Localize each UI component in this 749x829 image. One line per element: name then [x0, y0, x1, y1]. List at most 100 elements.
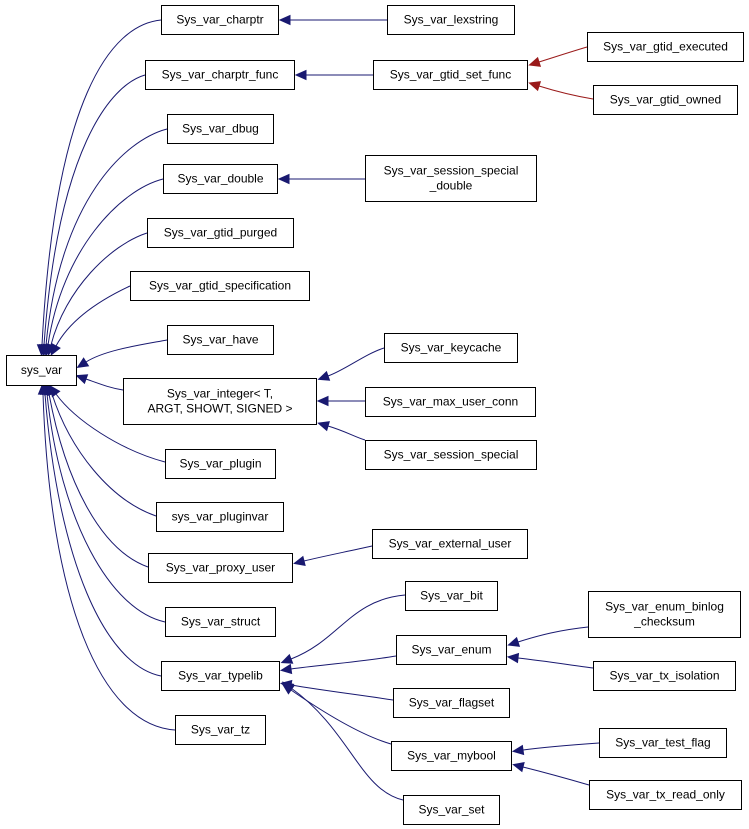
node-label: Sys_var_gtid_executed — [603, 40, 728, 54]
node-box — [365, 440, 537, 470]
class-node-charptr-func[interactable]: Sys_var_charptr_func — [145, 60, 295, 90]
class-node-gtid-owned[interactable]: Sys_var_gtid_owned — [593, 85, 738, 115]
node-label: Sys_var_set — [418, 803, 485, 817]
edge-line — [47, 178, 164, 346]
edge-gtid_owned-to-gtid_set_func — [528, 81, 594, 100]
edge-mybool-to-typelib — [281, 683, 392, 745]
node-box — [167, 325, 274, 355]
node-label: Sys_var_tz — [191, 723, 250, 737]
edge-line — [290, 689, 392, 745]
node-box — [403, 795, 500, 825]
class-node-charptr[interactable]: Sys_var_charptr — [161, 5, 279, 35]
class-node-have[interactable]: Sys_var_have — [167, 325, 274, 355]
edge-enum-to-typelib — [279, 655, 397, 675]
edge-line — [327, 425, 366, 441]
arrowhead — [512, 762, 525, 773]
node-box — [393, 688, 510, 718]
node-box — [384, 333, 518, 363]
arrowhead — [317, 370, 331, 381]
class-node-enum[interactable]: Sys_var_enum — [396, 635, 507, 665]
class-node-lexstring[interactable]: Sys_var_lexstring — [387, 5, 515, 35]
edge-line — [48, 393, 149, 568]
node-box — [161, 661, 280, 691]
node-box — [593, 661, 736, 691]
class-node-dbug[interactable]: Sys_var_dbug — [167, 114, 274, 144]
class-node-tz[interactable]: Sys_var_tz — [175, 715, 266, 745]
class-node-session-special[interactable]: Sys_var_session_special — [365, 440, 537, 470]
edge-line — [85, 339, 168, 363]
class-node-double[interactable]: Sys_var_double — [163, 164, 278, 194]
class-node-keycache[interactable]: Sys_var_keycache — [384, 333, 518, 363]
class-node-proxy-user[interactable]: Sys_var_proxy_user — [148, 553, 293, 583]
node-box — [145, 60, 295, 90]
class-node-gtid-set-func[interactable]: Sys_var_gtid_set_func — [373, 60, 528, 90]
edge-tx_isolation-to-enum — [506, 652, 594, 669]
node-label: _checksum — [633, 615, 695, 629]
edge-gtid_executed-to-gtid_set_func — [528, 46, 588, 67]
node-box — [396, 635, 507, 665]
edge-test_flag-to-mybool — [511, 742, 600, 756]
node-label: Sys_var_enum — [411, 643, 491, 657]
edge-flagset-to-typelib — [279, 679, 394, 701]
edge-line — [327, 347, 385, 377]
class-node-sys-var[interactable]: sys_var — [6, 355, 77, 386]
node-box — [148, 553, 293, 583]
node-box — [593, 85, 738, 115]
node-label: Sys_var_tx_isolation — [609, 669, 719, 683]
class-node-flagset[interactable]: Sys_var_flagset — [393, 688, 510, 718]
edge-tx_read_only-to-mybool — [512, 762, 590, 786]
arrowhead — [277, 173, 290, 185]
class-node-max-user-conn[interactable]: Sys_var_max_user_conn — [365, 387, 536, 417]
edge-max_user_conn-to-integer — [316, 395, 365, 407]
class-node-mybool[interactable]: Sys_var_mybool — [391, 741, 512, 771]
edge-line — [85, 378, 124, 391]
class-node-struct[interactable]: Sys_var_struct — [165, 607, 276, 637]
edge-gtid_set_func-to-charptr_func — [294, 69, 374, 81]
node-box — [365, 155, 537, 202]
node-box — [156, 502, 284, 532]
class-node-gtid-purged[interactable]: Sys_var_gtid_purged — [147, 218, 294, 248]
class-node-typelib[interactable]: Sys_var_typelib — [161, 661, 280, 691]
class-node-set[interactable]: Sys_var_set — [403, 795, 500, 825]
edge-line — [290, 655, 397, 670]
node-label: Sys_var_double — [177, 172, 263, 186]
class-node-enum-binlog-checksum[interactable]: Sys_var_enum_binlog_checksum — [588, 591, 741, 638]
class-node-test-flag[interactable]: Sys_var_test_flag — [599, 728, 727, 758]
arrowhead — [76, 357, 90, 368]
edge-line — [290, 687, 404, 801]
node-label: sys_var — [21, 363, 62, 377]
node-label: Sys_var_tx_read_only — [606, 788, 725, 802]
node-label: Sys_var_gtid_set_func — [390, 68, 511, 82]
arrowhead — [279, 663, 293, 675]
edges-layer — [36, 14, 600, 801]
node-label: Sys_var_gtid_owned — [610, 93, 721, 107]
node-label: Sys_var_external_user — [389, 537, 512, 551]
edge-double-to-sys_var — [42, 178, 164, 357]
node-box — [391, 741, 512, 771]
class-node-gtid-executed[interactable]: Sys_var_gtid_executed — [587, 32, 744, 62]
class-node-gtid-specification[interactable]: Sys_var_gtid_specification — [130, 271, 310, 301]
node-label: Sys_var_proxy_user — [166, 561, 275, 575]
edge-line — [303, 545, 373, 562]
class-node-tx-isolation[interactable]: Sys_var_tx_isolation — [593, 661, 736, 691]
node-label: Sys_var_dbug — [182, 122, 259, 136]
node-box — [165, 607, 276, 637]
class-node-session-special-double[interactable]: Sys_var_session_special_double — [365, 155, 537, 202]
node-label: Sys_var_session_special — [384, 448, 519, 462]
edge-line — [290, 594, 406, 660]
class-node-external-user[interactable]: Sys_var_external_user — [372, 529, 528, 559]
edge-line — [517, 657, 594, 669]
class-node-plugin[interactable]: Sys_var_plugin — [165, 449, 276, 479]
edge-line — [522, 742, 600, 751]
node-label: Sys_var_bit — [420, 589, 483, 603]
node-box — [405, 581, 498, 611]
class-node-bit[interactable]: Sys_var_bit — [405, 581, 498, 611]
class-node-integer[interactable]: Sys_var_integer< T,ARGT, SHOWT, SIGNED > — [123, 378, 317, 425]
class-node-tx-read-only[interactable]: Sys_var_tx_read_only — [589, 780, 742, 810]
edge-line — [41, 19, 162, 346]
node-label: Sys_var_gtid_specification — [149, 279, 291, 293]
edge-line — [522, 766, 590, 786]
class-node-pluginvar[interactable]: sys_var_pluginvar — [156, 502, 284, 532]
